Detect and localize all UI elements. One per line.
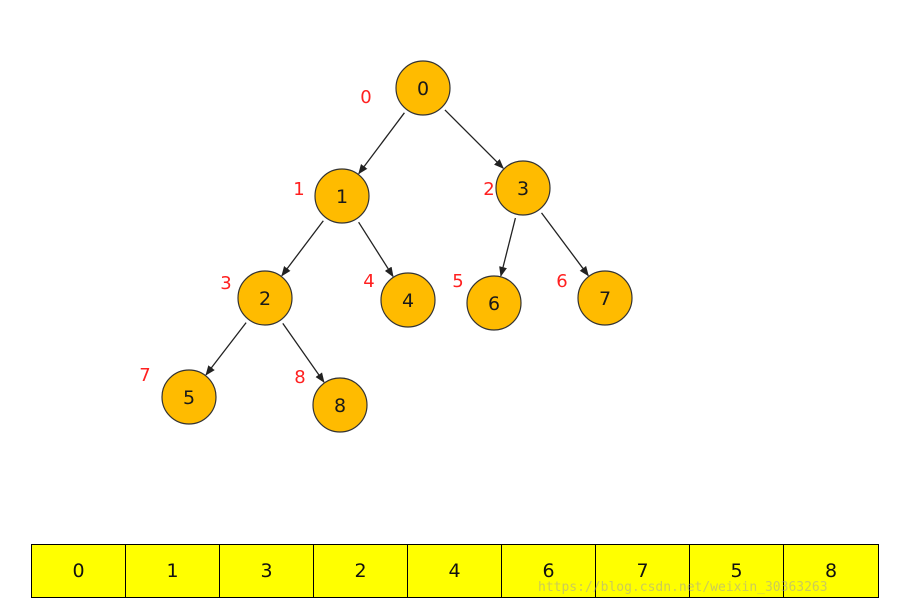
watermark-text: https://blog.csdn.net/weixin_30363263 [538,580,828,595]
edge-arrow [358,112,405,175]
node-circle [237,270,293,326]
node-value: 4 [402,290,414,312]
node-index-label: 5 [452,271,463,292]
tree-node: 57 [139,365,217,425]
node-index-label: 3 [220,273,231,294]
array-cell: 2 [314,545,408,597]
node-value: 7 [599,288,611,310]
tree-node: 11 [293,168,370,224]
node-index-label: 1 [293,179,304,200]
node-value: 8 [334,395,346,417]
node-index-label: 6 [556,271,567,292]
array-cell: 5 [690,545,784,597]
node-value: 6 [488,293,500,315]
tree-node: 32 [483,160,551,216]
array-cell: 0 [32,545,126,597]
node-index-label: 7 [139,365,150,386]
edge-arrow [499,217,517,277]
array-cell: 6 [502,545,596,597]
node-circle [577,270,633,326]
edge-arrow [444,109,504,169]
heap-array: 0 1 3 2 4 6 7 5 8 [31,544,879,598]
tree-node: 76 [556,270,633,326]
node-value: 5 [183,387,195,409]
array-cell: 4 [408,545,502,597]
edge-arrow [205,322,247,376]
node-index-label: 4 [363,271,374,292]
edge-arrow [281,220,324,277]
node-circle [312,377,368,433]
node-circle [380,272,436,328]
edge-arrow [358,221,394,278]
node-index-label: 8 [294,367,305,388]
node-value: 2 [259,288,271,310]
tree-node: 65 [452,271,522,331]
node-value: 3 [517,178,529,200]
array-cell: 7 [596,545,690,597]
edge-arrow [541,212,589,277]
edge-arrow [282,323,325,383]
array-cell: 3 [220,545,314,597]
node-circle [161,369,217,425]
node-index-label: 0 [360,87,371,108]
tree-node: 00 [360,60,451,116]
tree-node: 44 [363,271,436,328]
node-circle [395,60,451,116]
node-value: 0 [417,78,429,100]
tree-node: 23 [220,270,293,326]
node-circle [495,160,551,216]
node-circle [466,275,522,331]
array-cell: 8 [784,545,878,597]
tree-node: 88 [294,367,368,433]
node-circle [314,168,370,224]
node-index-label: 2 [483,179,494,200]
array-cell: 1 [126,545,220,597]
tree-edges [205,109,589,383]
node-value: 1 [336,186,348,208]
